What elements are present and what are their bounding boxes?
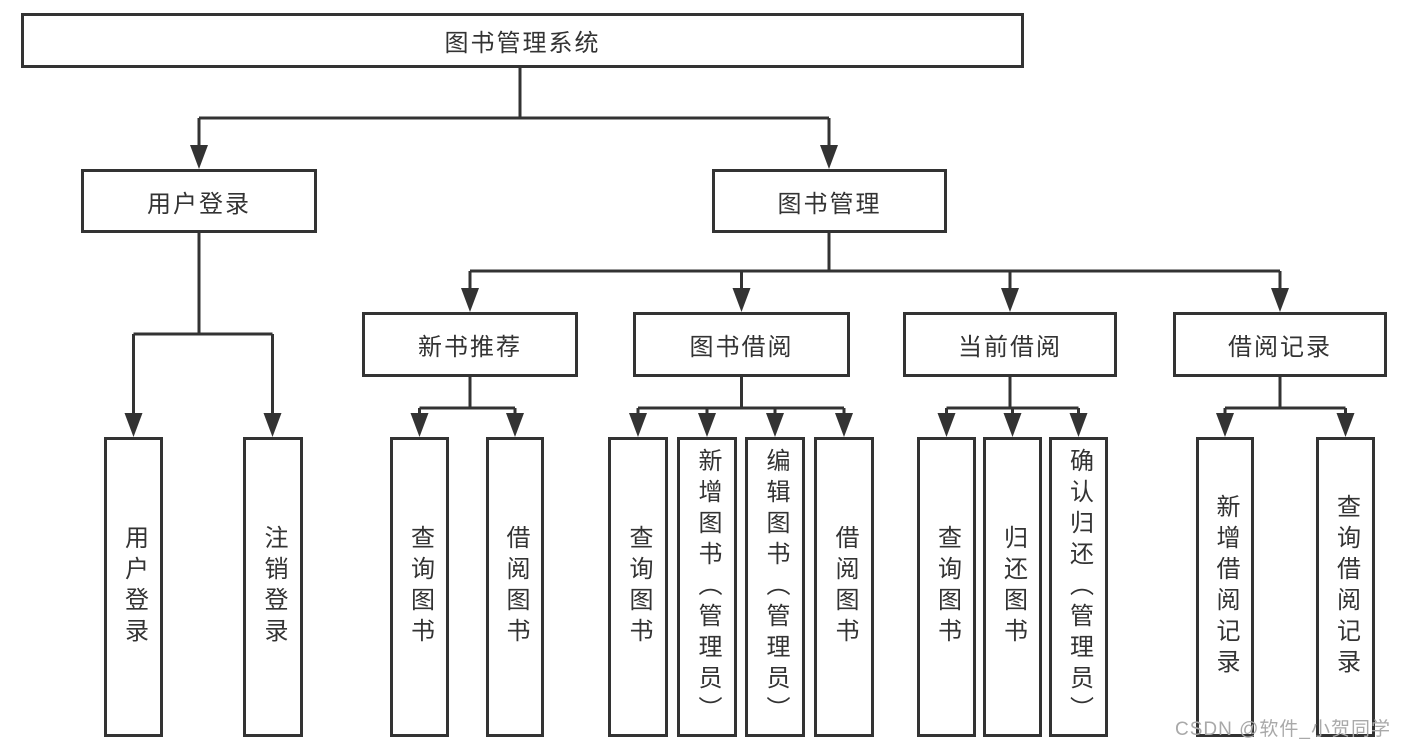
leaf-label: 新增借阅记录 <box>1212 494 1239 680</box>
leaf-query-books: 查询图书 <box>608 437 668 737</box>
leaf-label: 查询借阅记录 <box>1332 494 1360 680</box>
leaf-label: 查询图书 <box>933 525 961 649</box>
leaf-label: 借阅图书 <box>831 525 858 649</box>
node-new-book-recommendation: 新书推荐 <box>362 312 578 377</box>
leaf-label: 查询图书 <box>625 525 652 649</box>
node-current-borrowing: 当前借阅 <box>903 312 1117 377</box>
node-library-management-system: 图书管理系统 <box>21 13 1024 68</box>
leaf-label: 新增图书（管理员） <box>694 447 721 727</box>
leaf-add-books-admin: 新增图书（管理员） <box>677 437 737 737</box>
leaf-label: 查询图书 <box>406 525 434 649</box>
node-label: 借阅记录 <box>1228 334 1332 361</box>
node-label: 当前借阅 <box>958 334 1062 361</box>
node-book-management: 图书管理 <box>712 169 947 233</box>
leaf-borrow-books: 借阅图书 <box>814 437 874 737</box>
leaf-add-borrow-record: 新增借阅记录 <box>1196 437 1254 737</box>
leaf-label: 用户登录 <box>120 525 148 649</box>
node-user-login: 用户登录 <box>81 169 317 233</box>
node-label: 图书借阅 <box>689 334 794 361</box>
leaf-query-borrow-record: 查询借阅记录 <box>1316 437 1375 737</box>
leaf-user-login: 用户登录 <box>104 437 163 737</box>
leaf-confirm-return-admin: 确认归还（管理员） <box>1049 437 1108 737</box>
node-label: 用户登录 <box>147 190 251 218</box>
leaf-label: 确认归还（管理员） <box>1065 447 1093 727</box>
csdn-watermark: CSDN @软件_小贺同学 <box>1175 719 1391 740</box>
leaf-logout: 注销登录 <box>243 437 303 737</box>
node-borrowing-records: 借阅记录 <box>1173 312 1387 377</box>
leaf-return-books: 归还图书 <box>983 437 1042 737</box>
node-book-borrowing: 图书借阅 <box>633 312 850 377</box>
node-label: 新书推荐 <box>418 334 522 361</box>
leaf-label: 注销登录 <box>260 525 287 649</box>
arrowheads <box>124 145 1355 437</box>
leaf-query-books: 查询图书 <box>917 437 976 737</box>
leaf-label: 编辑图书（管理员） <box>762 447 789 727</box>
leaf-query-books: 查询图书 <box>390 437 449 737</box>
node-label: 图书管理系统 <box>444 30 601 57</box>
leaf-borrow-books: 借阅图书 <box>486 437 544 737</box>
leaf-edit-books-admin: 编辑图书（管理员） <box>745 437 805 737</box>
leaf-label: 归还图书 <box>999 525 1027 649</box>
leaf-label: 借阅图书 <box>502 525 529 649</box>
node-label: 图书管理 <box>777 190 882 218</box>
